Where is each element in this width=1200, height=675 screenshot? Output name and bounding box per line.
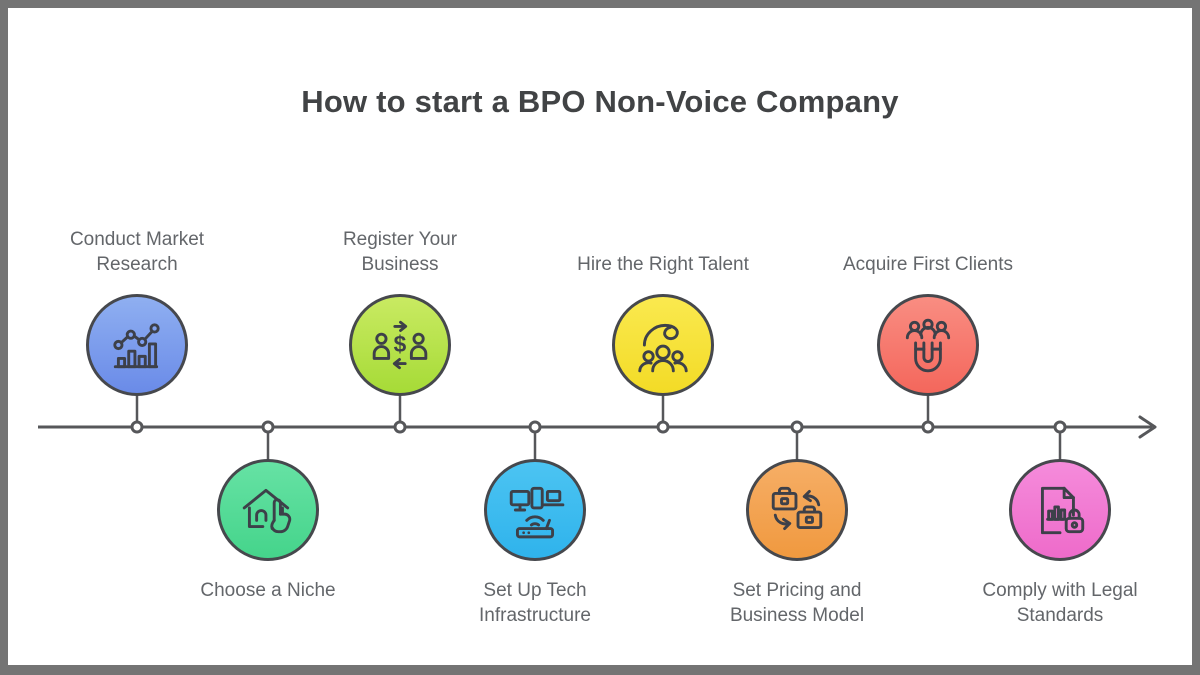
timeline-node: [790, 420, 804, 434]
frame-edge-right: [1192, 0, 1200, 675]
step-label: Comply with Legal Standards: [982, 580, 1138, 626]
step-circle: [86, 294, 188, 396]
briefcase-cycle-icon: [771, 486, 823, 531]
infographic-title: How to start a BPO Non-Voice Company: [301, 84, 899, 119]
market-research-chart-icon: [113, 323, 160, 369]
step-circle: [746, 459, 848, 561]
step-circle: [484, 459, 586, 561]
step-label: Acquire First Clients: [843, 254, 1013, 275]
timeline-node: [656, 420, 670, 434]
step-label: Choose a Niche: [200, 580, 336, 601]
people-exchange-dollar-icon: $: [372, 320, 428, 370]
timeline-arrowhead: [1138, 415, 1157, 439]
step-circle: [612, 294, 714, 396]
step-circle: [217, 459, 319, 561]
svg-text:$: $: [394, 331, 407, 357]
hand-picking-team-icon: [638, 323, 688, 373]
step-label: Hire the Right Talent: [577, 254, 749, 275]
timeline-node: [130, 420, 144, 434]
step-label: Conduct Market Research: [69, 229, 205, 275]
step-circle: [877, 294, 979, 396]
timeline-node: [1053, 420, 1067, 434]
house-niche-pointer-icon: [242, 488, 292, 534]
step-circle: $: [349, 294, 451, 396]
frame-edge-left: [0, 0, 8, 675]
step-label: Register Your Business: [342, 229, 458, 275]
step-label: Set Pricing and Business Model: [729, 580, 865, 626]
devices-network-icon: [509, 486, 565, 539]
timeline-node: [921, 420, 935, 434]
frame-edge-top: [0, 0, 1200, 8]
timeline-node: [393, 420, 407, 434]
timeline-node: [528, 420, 542, 434]
timeline-node: [261, 420, 275, 434]
step-label: Set Up Tech Infrastructure: [479, 580, 591, 626]
magnet-clients-icon: [905, 318, 951, 373]
frame-edge-bottom: [0, 665, 1200, 675]
step-circle: [1009, 459, 1111, 561]
document-lock-icon: [1040, 486, 1085, 535]
